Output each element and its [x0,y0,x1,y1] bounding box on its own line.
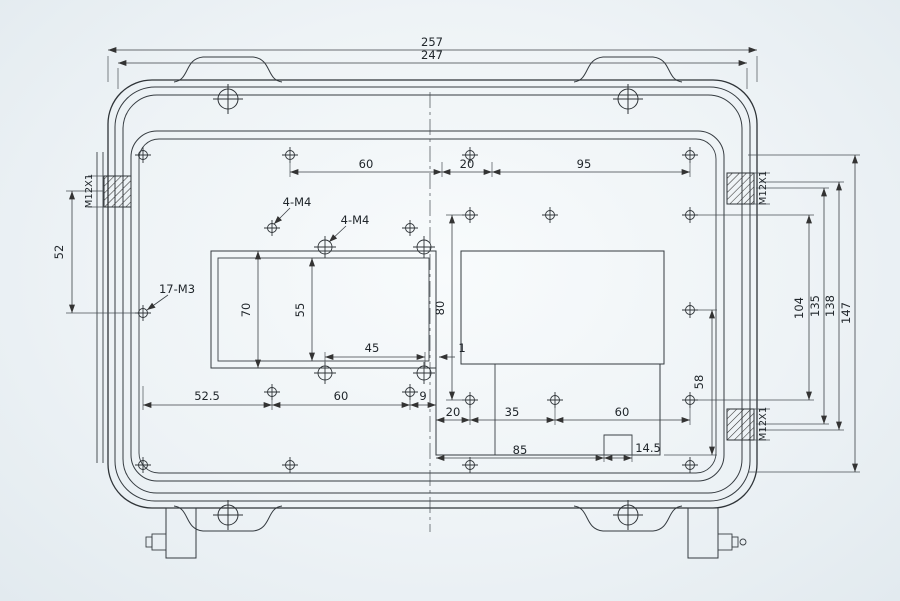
dimension-lines [69,47,858,472]
dim-left-52: 52 [52,245,66,260]
dimension-text: 257 247 60 20 95 52 70 55 80 45 1 52.5 6… [52,35,853,457]
mounting-lugs [173,56,683,532]
callout-m3: 17-M3 [159,282,195,296]
dim-r58: 58 [692,375,706,390]
dim-top-95: 95 [577,157,592,171]
enclosure-outline [96,79,758,509]
callout-text: 4-M4 4-M4 17-M3 M12X1 M12X1 M12X1 [84,171,769,442]
dim-b35: 35 [505,405,520,419]
foot-left [165,507,197,559]
dim-b60b: 60 [615,405,630,419]
dim-h1: 1 [458,341,465,355]
gland-right-bottom [726,408,755,441]
foot-right [687,507,719,559]
dim-b9: 9 [419,389,426,403]
callout-gland-right-bottom: M12X1 [758,407,769,442]
leader-lines [146,207,455,360]
lug-top-left [173,56,283,83]
dim-b52-5: 52.5 [194,389,220,403]
interior-pockets [210,250,665,456]
lug-bottom-right [573,505,683,532]
step-outline [435,364,661,456]
pocket-right [460,250,665,365]
callout-gland-left: M12X1 [84,174,95,209]
dim-top-20: 20 [460,157,475,171]
dim-h45: 45 [365,341,380,355]
callout-gland-right-top: M12X1 [758,171,769,206]
dim-v55: 55 [293,303,307,318]
pocket-left-inner [217,257,430,362]
foot-stud [739,538,747,546]
lug-bottom-left [173,505,283,532]
pocket-left-outer [210,250,437,369]
dim-v70: 70 [239,303,253,318]
dim-r135: 135 [808,295,822,317]
step-notch [603,434,633,455]
dim-v80: 80 [433,301,447,316]
dim-inner-width: 247 [421,48,443,62]
screw-holes [134,83,699,531]
leader-m4-a [273,207,291,225]
callout-m4-b: 4-M4 [341,213,370,227]
gland-left [103,175,132,208]
dim-b60: 60 [334,389,349,403]
dim-r104: 104 [792,297,806,319]
leader-m4-b [328,225,347,243]
dim-overall-width: 257 [421,35,443,49]
lug-top-right [573,56,683,83]
feet [145,507,747,559]
dim-r138: 138 [823,295,837,317]
left-wall-face [96,152,104,463]
dim-r147: 147 [839,302,853,324]
gland-right-top [726,172,755,205]
dim-b20: 20 [446,405,461,419]
dim-top-60: 60 [359,157,374,171]
callout-m4-a: 4-M4 [283,195,312,209]
dim-b14-5: 14.5 [635,441,661,455]
cable-glands [88,172,770,441]
dim-b85: 85 [513,443,528,457]
leader-m3 [146,294,169,311]
